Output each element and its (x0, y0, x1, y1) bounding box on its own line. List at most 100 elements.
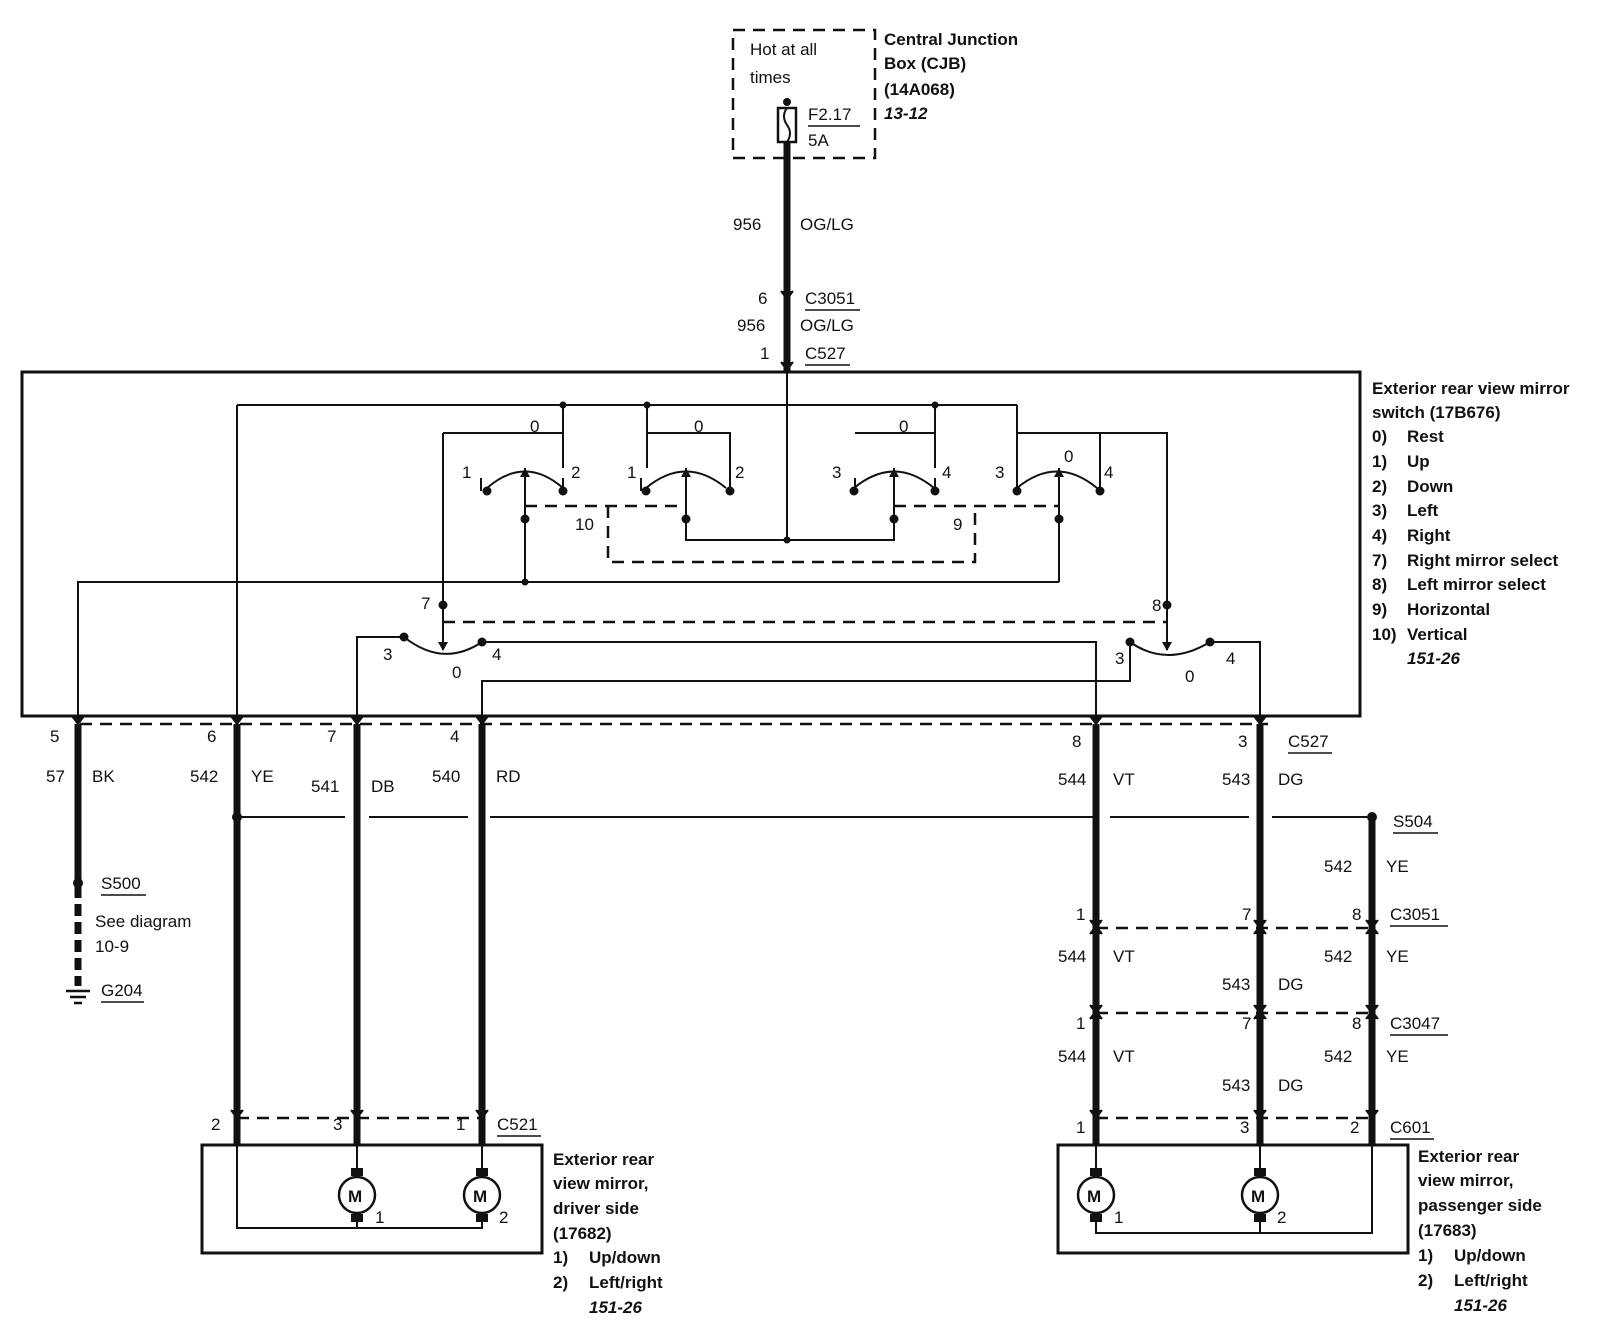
passenger-legend-num: 1) (1418, 1246, 1433, 1265)
passenger-mirror-title-2: view mirror, (1418, 1171, 1513, 1190)
dg-circuit-3: 543 (1222, 1076, 1250, 1095)
driver-legend-num: 2) (553, 1273, 568, 1292)
passenger-mirror-ref: 151-26 (1454, 1296, 1507, 1315)
switch-legend-num: 8) (1372, 575, 1387, 594)
motor-2-brush-bottom (476, 1214, 488, 1222)
switch-ref: 151-26 (1407, 649, 1460, 668)
switch-power-bus (236, 372, 1018, 718)
select-arrow-icons (438, 642, 1172, 651)
passenger-mirror-outline (1056, 1143, 1410, 1255)
passenger-mirror: 1 3 2 C601 M 1 M 2 Exterior rear view mi… (1056, 1109, 1542, 1315)
c527-pin: 8 (1072, 732, 1081, 751)
switch-legend-text: Vertical (1407, 625, 1468, 644)
switch-legend-num: 0) (1372, 427, 1387, 446)
rocker-d-arc (1016, 470, 1098, 489)
ye-circuit-2: 542 (1324, 947, 1352, 966)
cjb-outline (731, 28, 877, 160)
c521-pin: 2 (211, 1115, 220, 1134)
c527-pin: 7 (327, 727, 336, 746)
switch-legend-num: 10) (1372, 625, 1397, 644)
contact-label-c0: 0 (899, 417, 908, 436)
contact-label-c3: 3 (832, 463, 841, 482)
switch-legend-text: Rest (1407, 427, 1444, 446)
motor-1-brush-top (1090, 1168, 1102, 1176)
cjb-part: (14A068) (884, 80, 955, 99)
feed-color-mid: OG/LG (800, 316, 854, 335)
ground-see-1: See diagram (95, 912, 191, 931)
select-left-arc (403, 636, 483, 655)
select-label-r0: 0 (1185, 667, 1194, 686)
motor-2-symbol: M (473, 1187, 487, 1206)
c3047-pin: 7 (1242, 1014, 1251, 1033)
feed-c3051: C3051 (805, 289, 855, 308)
select-label-r4: 4 (1226, 649, 1235, 668)
switch-legend-num: 1) (1372, 452, 1387, 471)
motor-2-brush-top (1254, 1168, 1266, 1176)
feed-wire: 956 OG/LG 6 C3051 956 OG/LG 1 C527 (733, 142, 860, 372)
ground-icon (66, 989, 90, 1005)
switch-legend-num: 9) (1372, 600, 1387, 619)
c527-pin: 6 (207, 727, 216, 746)
motor-1-icon (1076, 1175, 1116, 1215)
passenger-mirror-title-1: Exterior rear (1418, 1147, 1519, 1166)
dg-color-2: DG (1278, 975, 1304, 994)
c3047-terminal-icons (1089, 1004, 1379, 1020)
c527-color: BK (92, 767, 115, 786)
driver-mirror-internal (236, 1145, 483, 1229)
cjb-title-2: Box (CJB) (884, 54, 966, 73)
s500-label: S500 (101, 874, 141, 893)
switch-legend-num: 7) (1372, 551, 1387, 570)
switch-contact-stubs (480, 478, 1018, 491)
c527-color: RD (496, 767, 521, 786)
passenger-mirror-title-3: passenger side (1418, 1196, 1542, 1215)
c3047-label: C3047 (1390, 1014, 1440, 1033)
s504-label: S504 (1393, 812, 1433, 831)
driver-mirror-outline (200, 1143, 544, 1255)
driver-mirror-title-1: Exterior rear (553, 1150, 654, 1169)
motor-1-symbol: M (348, 1187, 362, 1206)
driver-mirror: 2 3 1 C521 M 1 M 2 Exterior rear view mi… (200, 1109, 663, 1317)
select-label-l4: 4 (492, 645, 501, 664)
c527-circuit: 544 (1058, 770, 1086, 789)
driver-mirror-title-2: view mirror, (553, 1174, 648, 1193)
feed-circuit-top: 956 (733, 215, 761, 234)
switch-legend-text: Down (1407, 477, 1453, 496)
driver-legend-text: Up/down (589, 1248, 661, 1267)
switch-title-2: switch (17B676) (1372, 403, 1501, 422)
fuse-element-icon (783, 107, 791, 143)
feed-c527-pin: 1 (760, 344, 769, 363)
s500-dot (73, 878, 83, 888)
g204-label: G204 (101, 981, 143, 1000)
motor-2-label: 2 (1277, 1208, 1286, 1227)
ground-see-2: 10-9 (95, 937, 129, 956)
switch-legend-text: Left mirror select (1407, 575, 1546, 594)
ye-color-1: YE (1386, 857, 1409, 876)
switch-legend-text: Horizontal (1407, 600, 1490, 619)
select-label-l0: 0 (452, 663, 461, 682)
motor-2-brush-top (476, 1168, 488, 1176)
ground-circuit: S500 See diagram 10-9 G204 (66, 874, 191, 1005)
select-label-8: 8 (1152, 596, 1161, 615)
feed-c3051-pin: 6 (758, 289, 767, 308)
motor-2-icon (1240, 1175, 1280, 1215)
ye-circuit-3: 542 (1324, 1047, 1352, 1066)
passenger-mirror-internal (1095, 1145, 1373, 1234)
c527-color: YE (251, 767, 274, 786)
motor-2-icon (462, 1175, 502, 1215)
vt-circuit-2: 544 (1058, 947, 1086, 966)
select-output-lines (356, 636, 1261, 718)
cjb-hot-label-1: Hot at all (750, 40, 817, 59)
c527-pin: 3 (1238, 732, 1247, 751)
mechanical-link-10-9 (525, 504, 1059, 564)
c601-pin: 2 (1350, 1118, 1359, 1137)
feed-c527: C527 (805, 344, 846, 363)
c521-label: C521 (497, 1115, 538, 1134)
c3047-pin: 1 (1076, 1014, 1085, 1033)
motor-1-brush-bottom (351, 1214, 363, 1222)
fuse-id: F2.17 (808, 105, 851, 124)
c527-circuit: 543 (1222, 770, 1250, 789)
c3051-terminal-icons (1089, 919, 1379, 935)
switch-outline (20, 370, 1362, 718)
c3051-pin: 7 (1242, 905, 1251, 924)
